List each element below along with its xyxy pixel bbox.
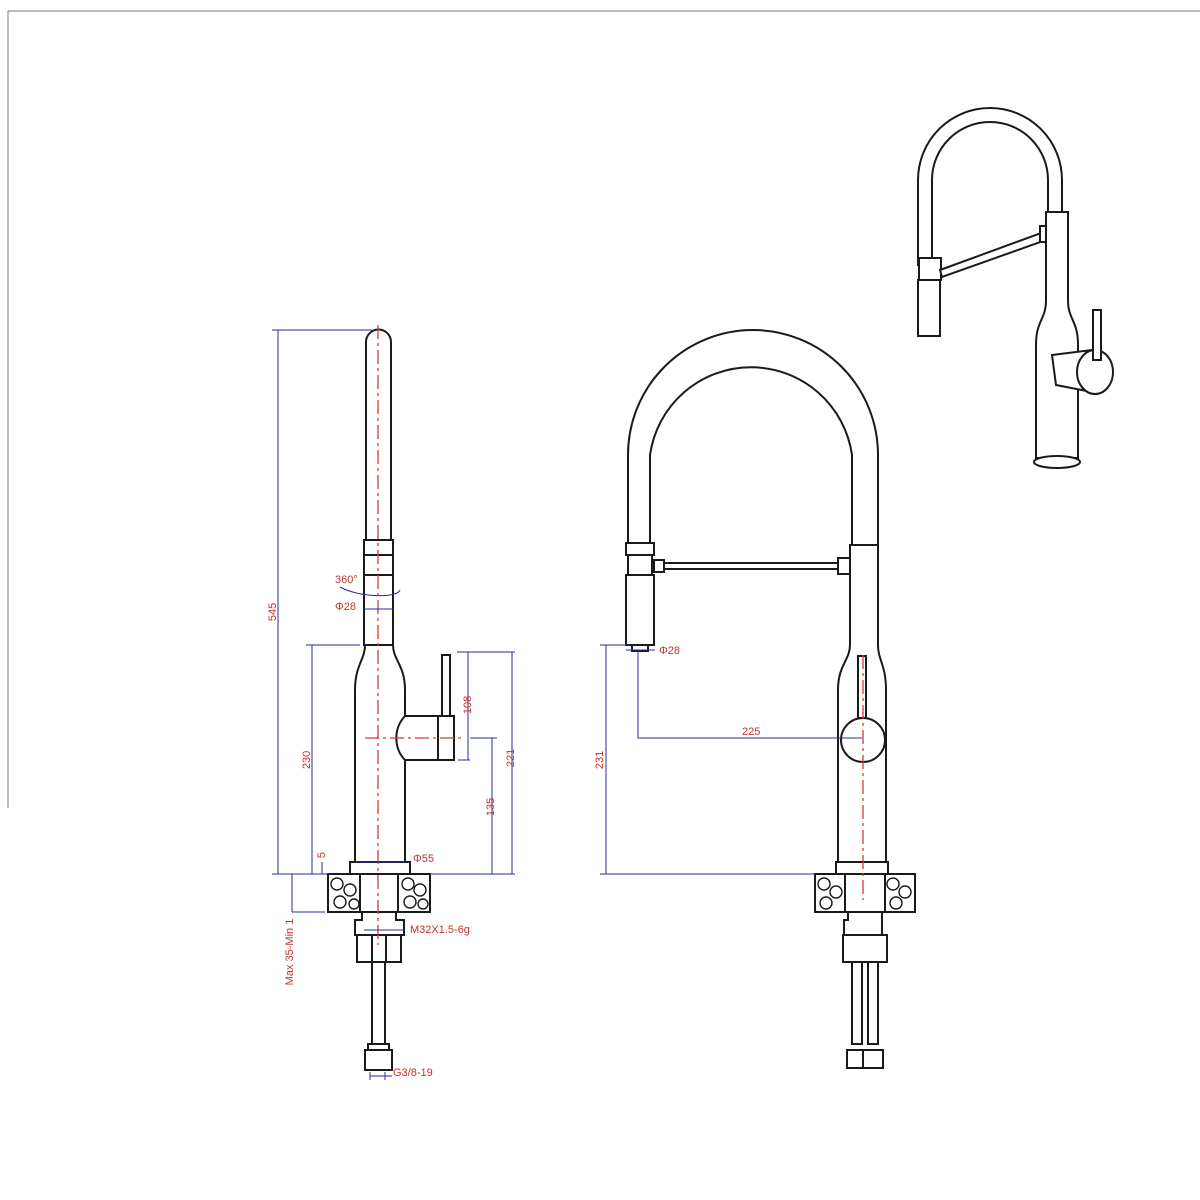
dim-rotation: 360° [335,574,358,586]
dim-spray-diameter: Φ28 [659,645,680,657]
dim-hose-fitting: G3/8-19 [393,1067,433,1079]
dim-thread: M32X1.5-6g [410,924,470,936]
dim-body-height: 230 [301,751,313,769]
deck-stone-pattern [330,877,429,910]
side-view: 545 360° Φ28 230 5 Φ55 108 135 221 Max 3… [267,325,517,1080]
dim-handle-height: 135 [485,798,497,816]
dim-spray-height: 231 [594,751,606,769]
perspective-view [917,107,1114,469]
dim-base-diameter: Φ55 [413,853,434,865]
drawing-frame [7,10,1200,808]
dim-deck-thickness: Max 35-Min 1 [284,919,296,986]
dim-handle-top: 221 [505,749,517,767]
dim-total-height: 545 [267,603,279,621]
dim-handle-length: 108 [462,696,474,714]
deck-stone-pattern [817,877,912,910]
dim-spout-diameter: Φ28 [335,601,356,613]
dim-reach: 225 [742,726,760,738]
dim-base-offset: 5 [316,852,328,858]
front-view: Φ28 225 231 [594,329,916,1069]
